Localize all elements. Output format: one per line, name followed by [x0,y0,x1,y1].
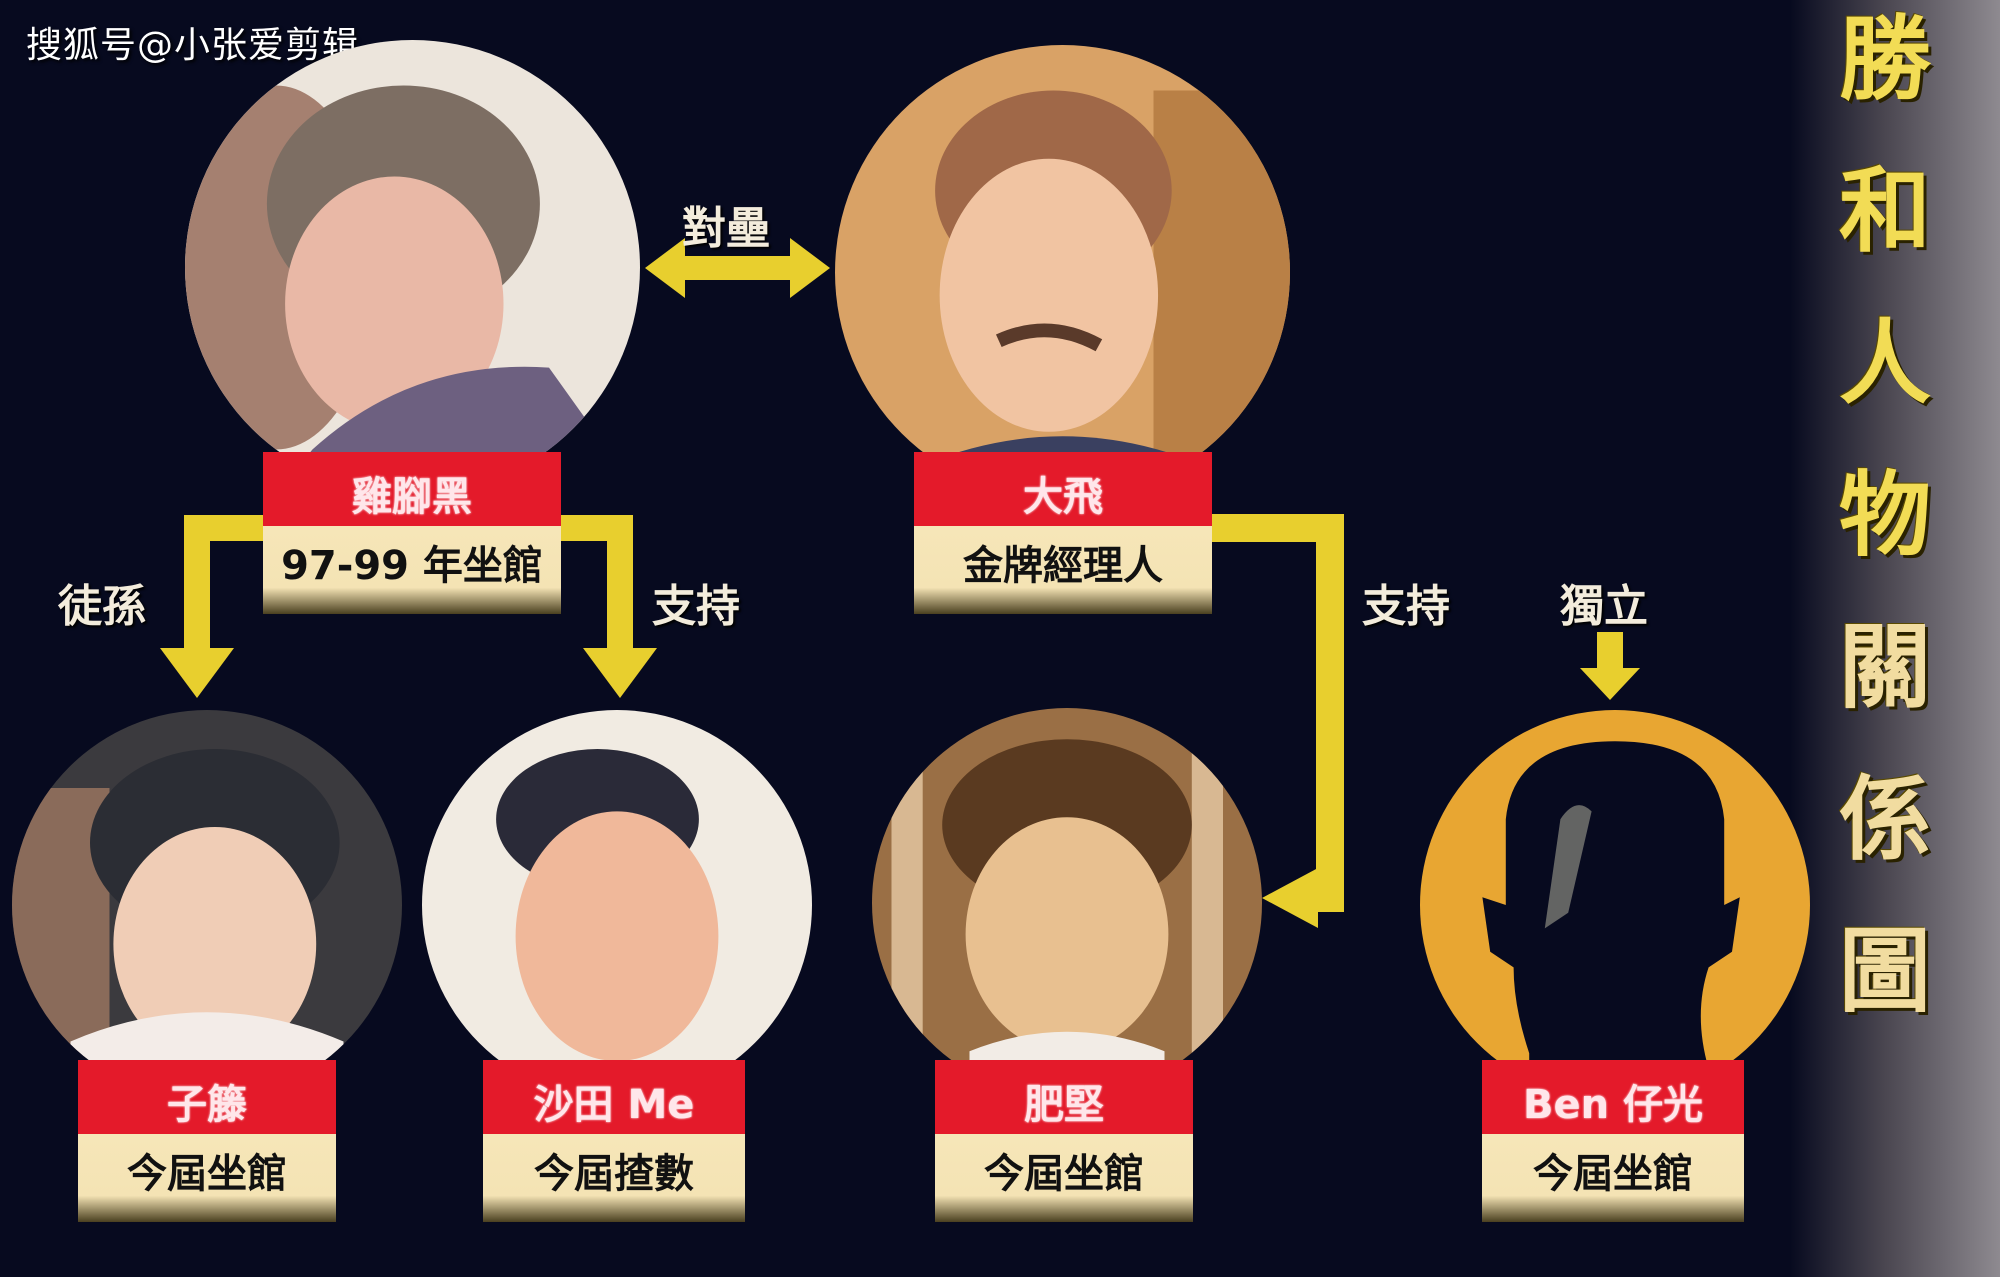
person-role: 今屆坐館 [1482,1134,1744,1222]
avatar [835,45,1290,500]
person-name: 沙田 Me [483,1060,745,1134]
person-name: 肥堅 [935,1060,1193,1134]
person-role: 97-99 年坐館 [263,526,561,614]
avatar [872,708,1262,1098]
relation-label-independent: 獨立 [1560,581,1648,632]
watermark: 搜狐号@小张爱剪辑 [26,25,360,66]
arrow-head-icon [1262,868,1318,928]
right-edge-gradient [1790,0,2000,1277]
title-char: 圖 [1838,918,1931,1025]
person-role: 金牌經理人 [914,526,1212,614]
title-char: 和 [1838,158,1931,265]
avatar [1420,710,1810,1100]
diagram-title: 勝 和 人 物 關 係 圖 [1830,10,1940,1022]
title-char: 係 [1838,766,1931,873]
arrow-head-icon [583,648,657,698]
relation-label-rivalry: 對壘 [682,203,770,254]
elbow-arrow-left-icon [184,515,268,650]
arrow-head-icon [160,648,234,698]
avatar [12,710,402,1100]
person-role: 今屆揸數 [483,1134,745,1222]
double-arrow-icon [645,238,830,298]
title-char: 關 [1838,614,1931,721]
person-role: 今屆坐館 [935,1134,1193,1222]
person-name: 子籐 [78,1060,336,1134]
avatar [422,710,812,1100]
title-char: 人 [1838,310,1931,417]
relation-label-support-right: 支持 [1362,581,1450,632]
person-name: Ben 仔光 [1482,1060,1744,1134]
person-name: 雞腳黑 [263,452,561,526]
arrow-head-icon [1580,668,1640,700]
relation-label-support-left: 支持 [652,581,740,632]
person-role: 今屆坐館 [78,1134,336,1222]
avatar [185,40,640,495]
title-char: 物 [1838,462,1931,569]
silhouette-icon [1482,741,1740,1100]
person-name: 大飛 [914,452,1212,526]
relation-label-disciple: 徒孫 [58,581,146,632]
title-char: 勝 [1838,6,1931,113]
